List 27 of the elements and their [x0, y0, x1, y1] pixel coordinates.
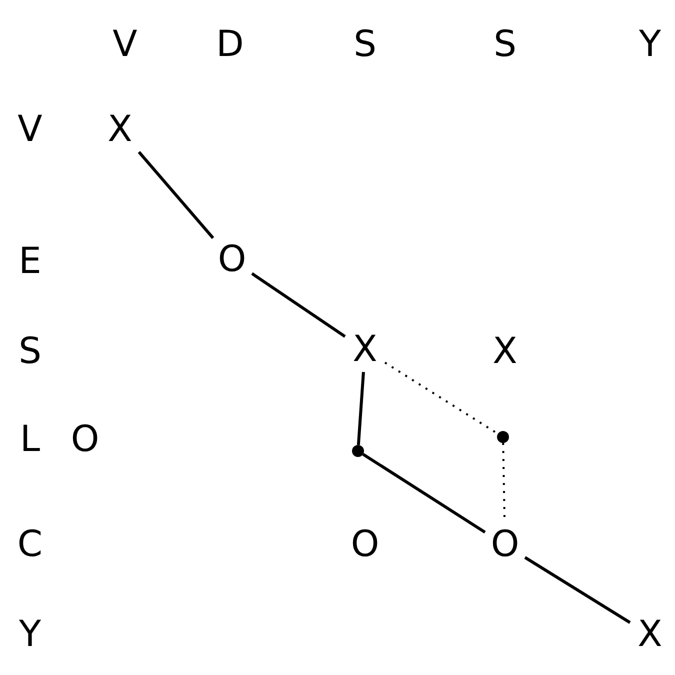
column-header: S [354, 25, 376, 65]
dot-mark [352, 445, 364, 457]
column-header: S [494, 25, 516, 65]
row-header: E [18, 242, 42, 282]
row-header: S [18, 332, 42, 372]
matrix-mark: X [102, 110, 138, 150]
connector-line [356, 372, 365, 446]
column-header: V [112, 25, 138, 65]
matrix-mark: X [347, 330, 383, 370]
connector-line [524, 556, 631, 624]
matrix-mark: O [214, 240, 250, 280]
row-header: L [20, 420, 40, 460]
matrix-mark: O [487, 525, 523, 565]
dot-mark [497, 431, 509, 443]
dotted-line [384, 362, 498, 435]
matrix-mark: O [70, 420, 100, 460]
connector-line [251, 272, 346, 338]
matrix-mark: X [492, 332, 518, 372]
matrix-mark: X [632, 615, 668, 655]
connector-line [138, 151, 214, 239]
row-header: Y [19, 615, 41, 655]
column-header: D [216, 25, 244, 65]
column-header: Y [639, 25, 661, 65]
row-header: V [18, 110, 42, 150]
row-header: C [17, 525, 43, 565]
connector-line [362, 452, 486, 534]
matrix-mark: O [350, 525, 380, 565]
